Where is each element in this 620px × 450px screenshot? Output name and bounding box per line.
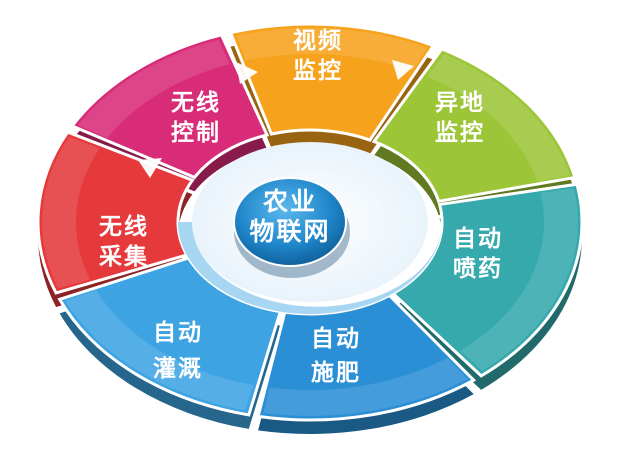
- label-auto-fertilize-2: 施肥: [311, 359, 361, 386]
- arrow-icon: [392, 60, 414, 80]
- label-video-monitor-2: 监控: [293, 57, 343, 84]
- center-hub: 农业 物联网: [233, 177, 350, 278]
- hub-disc: [233, 177, 347, 267]
- label-auto-spray-2: 喷药: [453, 256, 503, 282]
- hub-label-line1: 农业: [262, 187, 317, 216]
- segment-video-monitor: [228, 22, 436, 142]
- label-auto-fertilize-1: 自动: [311, 325, 361, 352]
- label-auto-irrigate-1: 自动: [153, 319, 203, 346]
- segment-sheen-auto-spray: [460, 188, 578, 371]
- segment-sheen-video-monitor: [236, 28, 428, 72]
- segment-sheen-wireless-control: [77, 39, 230, 138]
- inner-band: [178, 222, 442, 314]
- hub-label-line2: 物联网: [249, 217, 330, 246]
- label-wireless-collect-2: 采集: [99, 243, 149, 270]
- segment-sheen-auto-irrigate: [65, 290, 254, 411]
- segment-sheen-wireless-collect: [41, 136, 100, 289]
- label-auto-spray-1: 自动: [453, 225, 503, 252]
- label-wireless-control-2: 控制: [171, 119, 221, 146]
- segment-wireless-control: [69, 33, 270, 180]
- label-wireless-collect-1: 无线: [99, 213, 149, 240]
- label-auto-irrigate-2: 灌溉: [153, 355, 203, 382]
- segment-remote-monitor: [371, 46, 577, 204]
- label-wireless-control-1: 无线: [171, 89, 221, 116]
- arrow-icon: [236, 62, 258, 84]
- flow-arrows: [138, 60, 414, 178]
- label-video-monitor-1: 视频: [293, 27, 343, 54]
- label-remote-monitor-2: 监控: [435, 119, 485, 146]
- segment-sheen-remote-monitor: [427, 53, 571, 182]
- segment-labels: 视频 监控 异地 监控 自动 喷药 自动 施肥 自动 灌溉 无线 采集 无线 控…: [99, 27, 503, 386]
- label-remote-monitor-1: 异地: [435, 90, 485, 116]
- arrow-icon: [138, 158, 162, 178]
- segment-sheen-auto-fertilize: [263, 357, 468, 416]
